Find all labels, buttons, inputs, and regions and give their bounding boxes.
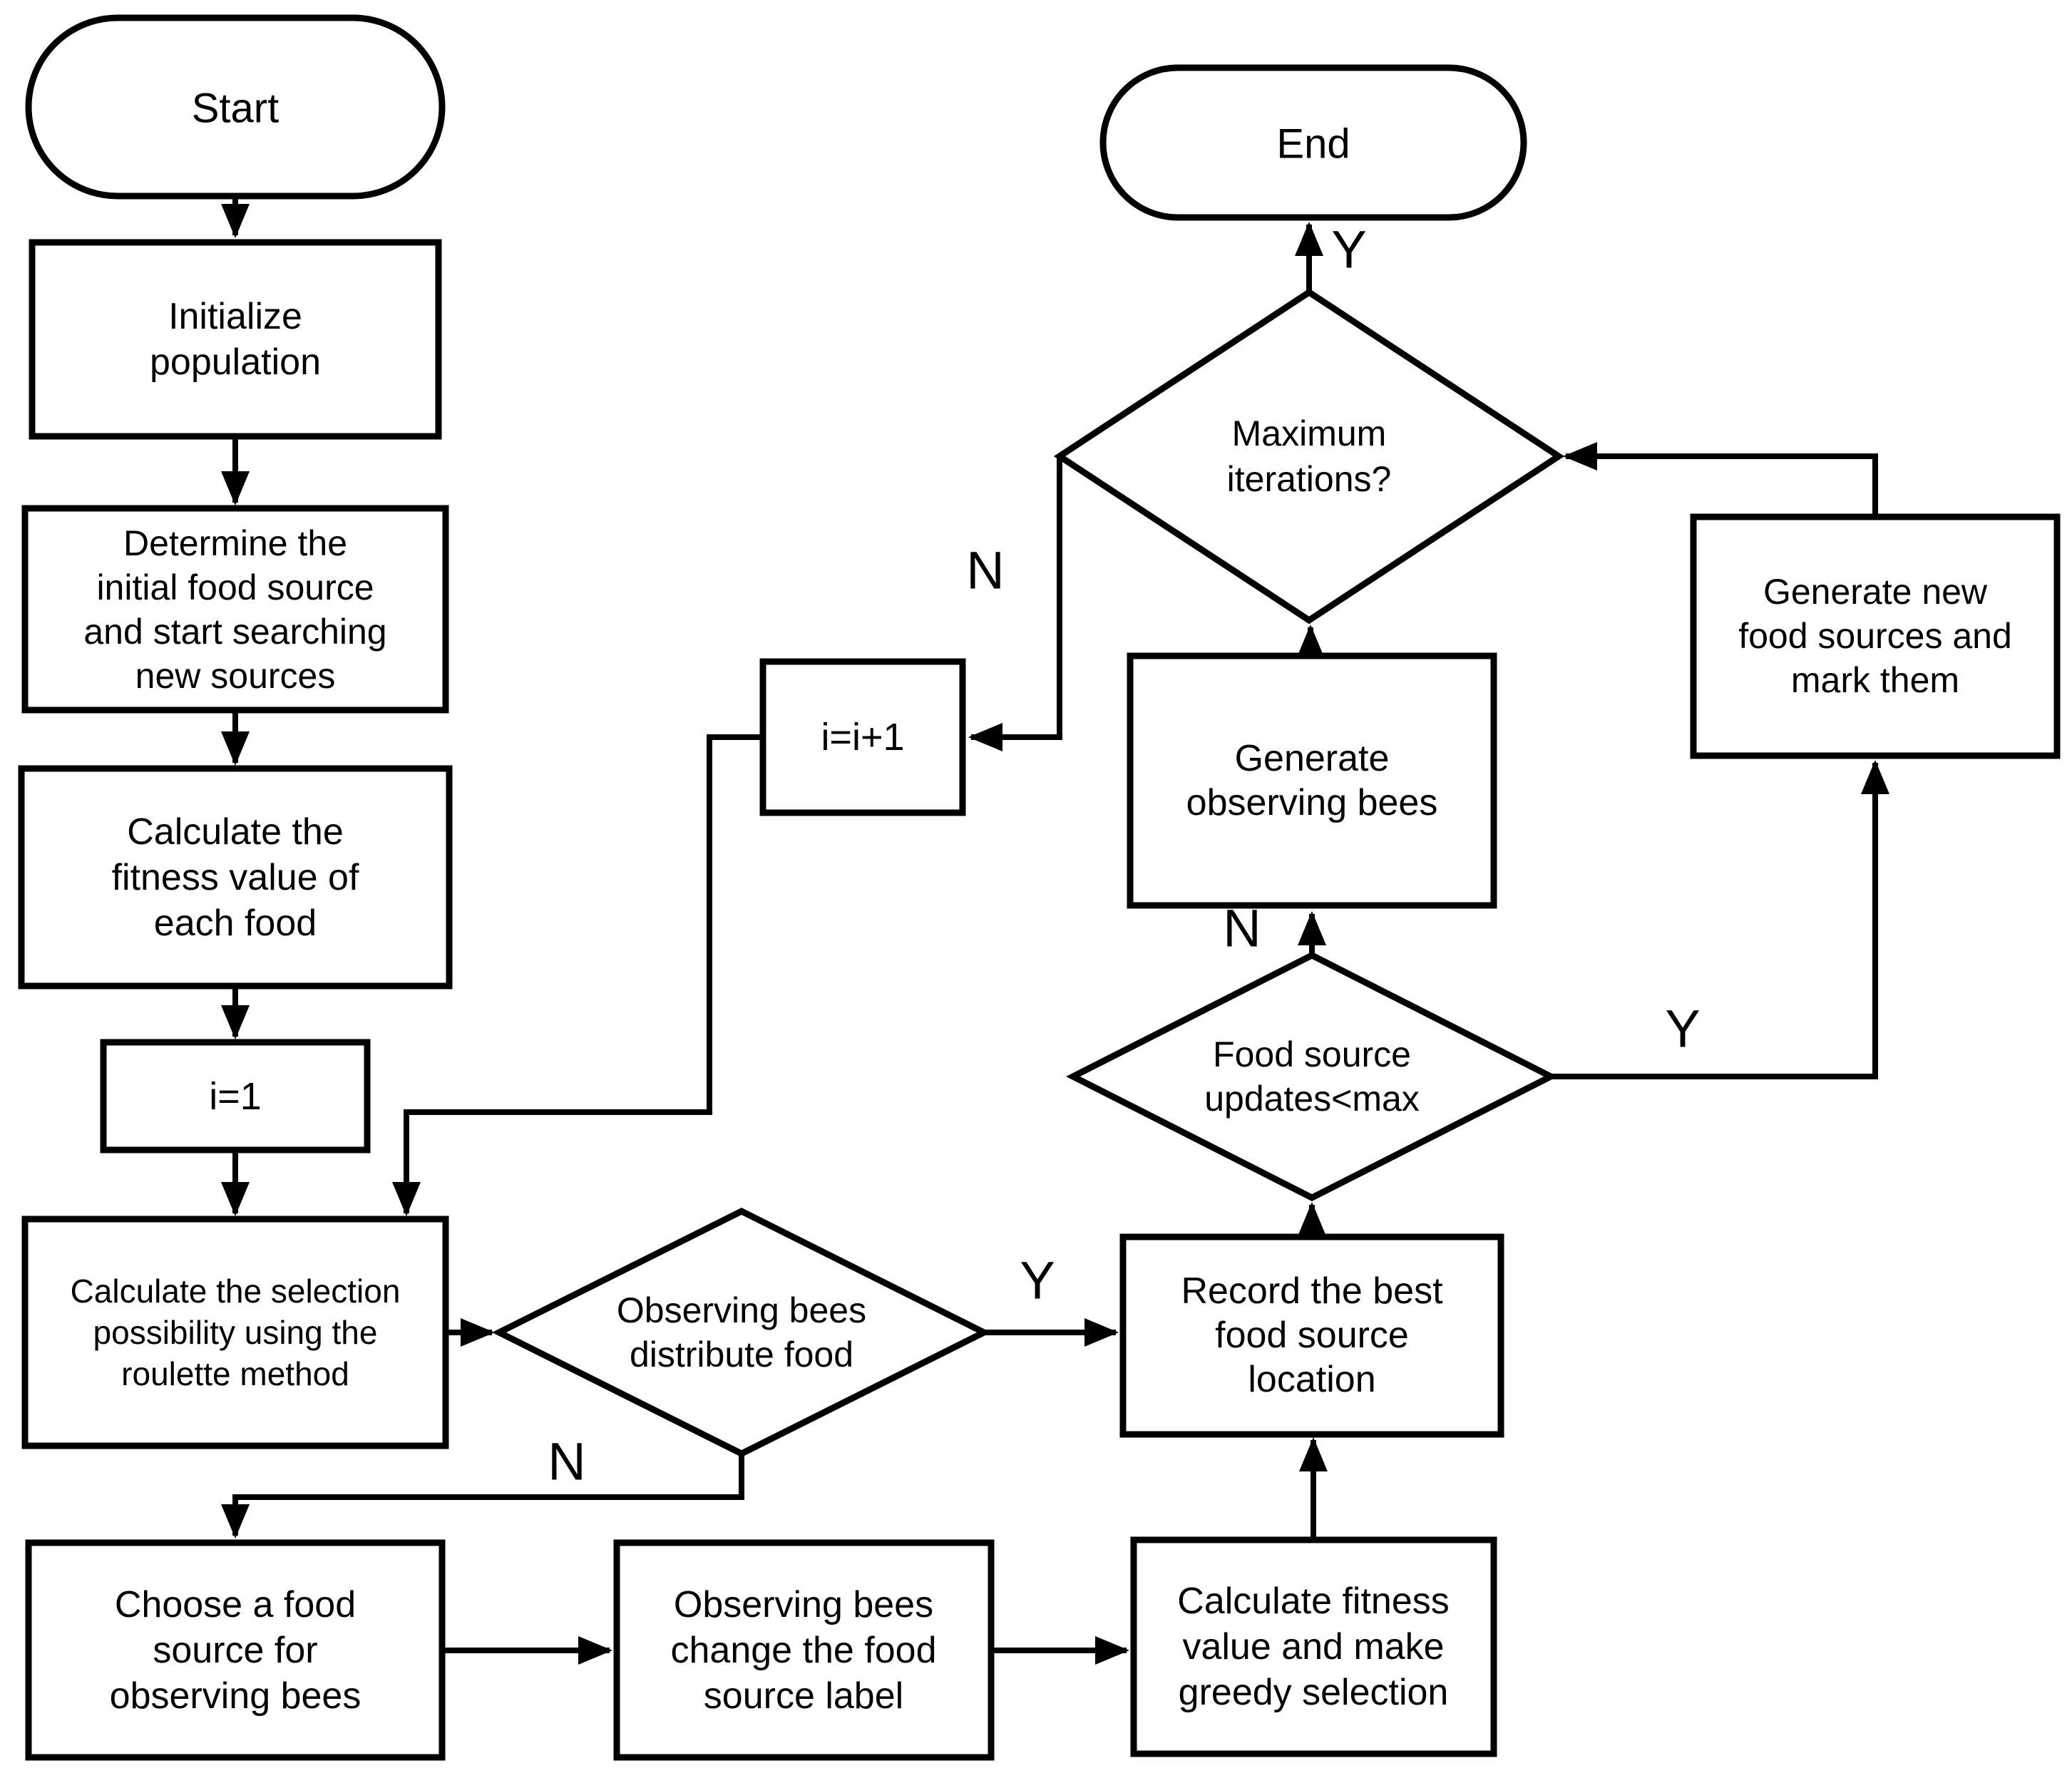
edge-i-incr-loop-to-roulette (392, 734, 761, 1216)
node-calc-fitness: Calculate the fitness value of each food (18, 765, 453, 990)
connectors (221, 197, 1889, 1665)
obs-change-line-3: source label (704, 1675, 903, 1717)
node-generate-new-sources: Generate new food sources and mark them (1690, 513, 2061, 759)
calc-fitness-box (18, 765, 453, 990)
greedy-line-2: value and make (1182, 1626, 1444, 1668)
obs-change-line-1: Observing bees (674, 1584, 933, 1625)
generate-observing-bees-box (1127, 652, 1497, 909)
i-init-box (100, 1039, 371, 1153)
label-max-iter-no: N (966, 541, 1004, 600)
edge-gen-new-to-max-iter (1563, 442, 1878, 515)
gen-obs-line-1: Generate (1235, 738, 1390, 779)
record-best-box (1119, 1233, 1504, 1438)
initialize-line-1: Initialize (168, 296, 302, 337)
label-fs-updates-yes: Y (1665, 1000, 1700, 1059)
fs-updates-line-2: updates<max (1204, 1079, 1420, 1119)
edge-fs-updates-yes-to-gen-new (1552, 760, 1889, 1079)
node-obs-distribute-decision: Observing bees distribute food (491, 1207, 992, 1458)
max-iterations-line-2: iterations? (1227, 459, 1392, 499)
edge-max-iter-no-to-i-incr (968, 458, 1062, 751)
node-roulette-selection: Calculate the selection possibility usin… (21, 1216, 449, 1449)
obs-change-line-2: change the food (671, 1630, 937, 1671)
record-line-2: food source (1215, 1315, 1409, 1356)
node-obs-change-label: Observing bees change the food source la… (613, 1539, 995, 1761)
gen-new-line-1: Generate new (1763, 572, 1988, 612)
obs-distribute-line-1: Observing bees (617, 1290, 866, 1330)
calc-fitness-line-2: fitness value of (112, 857, 359, 898)
obs-distribute-diamond (491, 1207, 992, 1458)
i-init-label: i=1 (209, 1075, 262, 1118)
determine-food-source-box (21, 505, 449, 714)
end-label: End (1276, 121, 1350, 168)
record-line-3: location (1248, 1359, 1375, 1400)
calc-fitness-line-1: Calculate the (127, 811, 344, 853)
node-i-init: i=1 (100, 1039, 371, 1153)
initialize-line-2: population (150, 341, 321, 383)
determine-line-3: and start searching (83, 612, 386, 652)
node-generate-observing-bees: Generate observing bees (1127, 652, 1497, 909)
node-initialize-population: Initialize population (29, 239, 442, 440)
edge-obs-distribute-no-to-choose-food (221, 1455, 744, 1538)
choose-food-line-1: Choose a food (115, 1584, 356, 1625)
end-terminator (1099, 64, 1527, 221)
node-i-increment: i=i+1 (759, 658, 966, 816)
label-max-iter-yes: Y (1331, 220, 1366, 279)
max-iterations-diamond (1053, 288, 1565, 625)
node-start: Start (25, 14, 446, 200)
record-line-1: Record the best (1181, 1270, 1443, 1312)
greedy-line-1: Calculate fitness (1177, 1581, 1450, 1622)
calc-fitness-line-3: each food (154, 903, 317, 944)
choose-food-line-2: source for (153, 1630, 317, 1671)
label-obs-distribute-no: N (548, 1432, 585, 1491)
max-iterations-line-1: Maximum (1232, 413, 1387, 453)
generate-new-sources-box (1690, 513, 2061, 759)
node-end: End (1099, 64, 1527, 221)
obs-distribute-line-2: distribute food (630, 1335, 853, 1374)
determine-line-1: Determine the (123, 523, 347, 563)
choose-food-box (25, 1539, 446, 1761)
node-determine-food-source: Determine the initial food source and st… (21, 505, 449, 714)
gen-new-line-3: mark them (1791, 660, 1959, 700)
greedy-selection-box (1130, 1536, 1497, 1757)
i-increment-box (759, 658, 966, 816)
start-label: Start (192, 86, 279, 132)
node-greedy-selection: Calculate fitness value and make greedy … (1130, 1536, 1497, 1757)
fs-updates-line-1: Food source (1213, 1034, 1411, 1074)
node-fs-updates-decision: Food source updates<max (1066, 951, 1558, 1202)
roulette-line-1: Calculate the selection (71, 1273, 401, 1310)
label-obs-distribute-yes: Y (1020, 1251, 1055, 1310)
gen-obs-line-2: observing bees (1186, 782, 1438, 823)
node-choose-food: Choose a food source for observing bees (25, 1539, 446, 1761)
choose-food-line-3: observing bees (110, 1675, 361, 1717)
roulette-line-3: roulette method (121, 1355, 349, 1392)
obs-change-box (613, 1539, 995, 1761)
i-increment-label: i=i+1 (821, 716, 904, 759)
determine-line-2: initial food source (96, 567, 374, 607)
start-terminator (25, 14, 446, 200)
node-record-best: Record the best food source location (1119, 1233, 1504, 1438)
node-max-iterations-decision: Maximum iterations? (1053, 288, 1565, 625)
roulette-selection-box (21, 1216, 449, 1449)
greedy-line-3: greedy selection (1179, 1672, 1449, 1713)
branch-labels: Y N N Y Y N (548, 220, 1700, 1491)
fs-updates-diamond (1066, 951, 1558, 1202)
roulette-line-2: possibility using the (93, 1314, 378, 1351)
gen-new-line-2: food sources and (1738, 616, 2012, 656)
determine-line-4: new sources (135, 656, 336, 696)
initialize-population-box (29, 239, 442, 440)
